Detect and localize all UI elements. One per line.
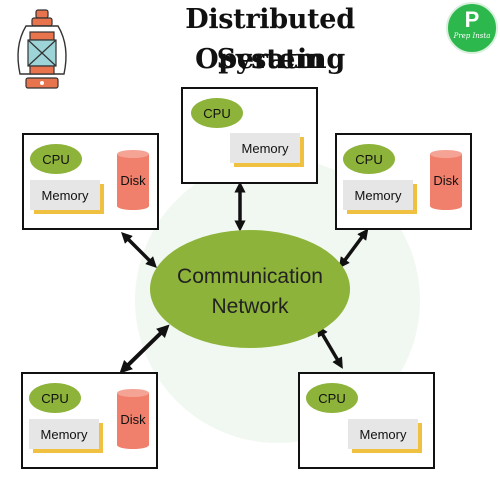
memory-label: Memory: [30, 180, 100, 210]
network-label-line1: Communication: [177, 265, 323, 288]
diagram-title-line1: Distributed Operating: [185, 4, 355, 75]
memory-label: Memory: [29, 419, 99, 449]
disk-cylinder-icon: [430, 150, 462, 210]
node-lower-left: CPU Memory Disk: [21, 372, 158, 469]
node-lower-right: CPU Memory: [298, 372, 435, 469]
disk-label: Disk: [120, 412, 146, 427]
diagram-title-line2: System: [216, 44, 324, 75]
cpu-label: CPU: [306, 383, 358, 413]
network-label-line2: Network: [211, 295, 289, 318]
disk-label: Disk: [433, 173, 459, 188]
arrow-lower-left: [119, 324, 170, 374]
memory-label: Memory: [343, 180, 413, 210]
arrow-upper-left: [121, 232, 157, 268]
cpu-label: CPU: [29, 383, 81, 413]
logo-letter: P: [464, 7, 480, 32]
arrow-lower-right: [317, 325, 343, 369]
memory-label: Memory: [348, 419, 418, 449]
logo-badge: P Prep Insta: [446, 2, 498, 54]
cpu-label: CPU: [191, 98, 243, 128]
memory-label: Memory: [230, 133, 300, 163]
node-upper-left: CPU Memory Disk: [22, 133, 159, 230]
network-label: Communication Network: [150, 262, 350, 322]
disk: Disk: [116, 388, 150, 450]
communication-network: [150, 230, 350, 348]
cpu-label: CPU: [343, 144, 395, 174]
cpu-label: CPU: [30, 144, 82, 174]
disk-cylinder-icon: [117, 150, 149, 210]
node-top: CPU Memory: [181, 87, 318, 184]
lantern-icon: [17, 9, 67, 89]
disk: Disk: [429, 149, 463, 211]
disk-label: Disk: [120, 173, 146, 188]
arrow-upper-right: [338, 228, 369, 269]
logo-script: Prep Insta: [453, 32, 491, 40]
node-upper-right: CPU Memory Disk: [335, 133, 472, 230]
disk-cylinder-icon: [117, 389, 149, 449]
disk: Disk: [116, 149, 150, 211]
